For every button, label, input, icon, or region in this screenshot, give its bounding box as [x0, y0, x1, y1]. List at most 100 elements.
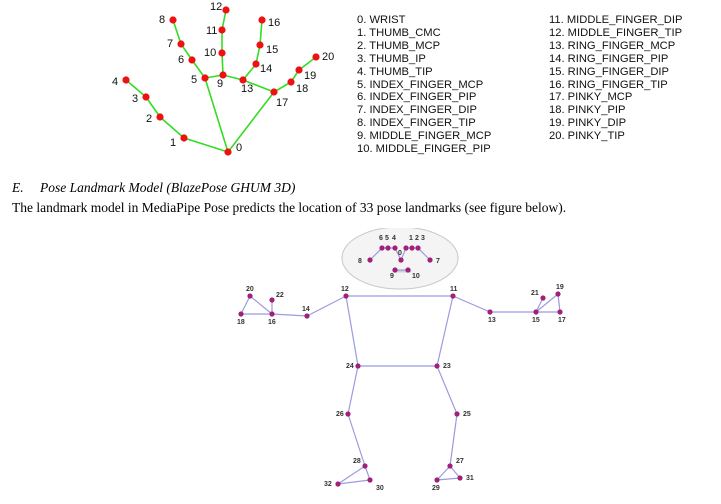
hand-legend-item: 6. INDEX_FINGER_PIP [357, 91, 477, 104]
hand-landmark-9 [219, 71, 227, 79]
pose-landmark-label: 17 [558, 317, 566, 324]
hand-legend-item: 19. PINKY_DIP [549, 117, 627, 130]
pose-landmark-label: 3 [421, 235, 425, 242]
hand-landmark-15 [256, 41, 264, 49]
hand-landmark-12 [222, 6, 230, 14]
pose-landmark-23 [434, 363, 440, 369]
hand-landmark-6 [188, 56, 196, 64]
pose-landmark-label: 16 [268, 319, 276, 326]
hand-legend-item: 17. PINKY_MCP [549, 91, 633, 104]
pose-edge [436, 465, 451, 481]
pose-landmark-label: 7 [436, 258, 440, 265]
hand-legend-item: 5. INDEX_FINGER_MCP [357, 78, 484, 91]
hand-landmark-label: 9 [217, 78, 223, 90]
pose-landmark-label: 5 [385, 235, 389, 242]
pose-edge [271, 313, 308, 317]
pose-edge [535, 293, 559, 313]
section-body-text: The landmark model in MediaPipe Pose pre… [12, 200, 567, 215]
hand-legend-item: 9. MIDDLE_FINGER_MCP [357, 130, 492, 143]
pose-landmark-label: 19 [556, 284, 564, 291]
pose-landmark-label: 13 [488, 317, 496, 324]
pose-landmark-26 [345, 411, 351, 417]
pose-landmark-5 [385, 245, 391, 251]
pose-landmark-20 [247, 293, 253, 299]
pose-landmark-2 [409, 245, 415, 251]
hand-landmark-19 [295, 66, 303, 74]
hand-edge [191, 59, 206, 79]
hand-legend-item: 11. MIDDLE_FINGER_DIP [549, 14, 683, 26]
hand-edge [125, 79, 147, 98]
hand-landmark-label: 6 [178, 54, 184, 66]
pose-landmark-6 [379, 245, 385, 251]
hand-edge [259, 19, 263, 46]
hand-landmark-label: 4 [112, 76, 118, 88]
hand-landmark-17 [270, 88, 278, 96]
hand-edge [183, 137, 229, 153]
pose-landmark-24 [355, 363, 361, 369]
hand-landmark-label: 18 [296, 83, 308, 95]
hand-legend-item: 16. RING_FINGER_TIP [549, 78, 668, 91]
pose-edge [452, 295, 491, 313]
pose-edge [436, 295, 454, 367]
pose-landmark-label: 11 [450, 286, 458, 293]
pose-landmark-19 [555, 291, 561, 297]
pose-edge [249, 295, 273, 315]
pose-landmark-label: 9 [390, 273, 394, 280]
pose-landmark-8 [367, 257, 373, 263]
pose-edge [347, 413, 366, 467]
pose-landmark-15 [533, 309, 539, 315]
pose-landmark-4 [392, 245, 398, 251]
pose-landmark-31 [457, 475, 463, 481]
section-letter: E. [12, 180, 24, 195]
pose-landmark-label: 18 [237, 319, 245, 326]
hand-legend-item: 4. THUMB_TIP [357, 65, 433, 78]
hand-landmark-0 [224, 148, 232, 156]
hand-legend-item: 7. INDEX_FINGER_DIP [357, 104, 477, 117]
pose-landmark-label: 27 [456, 458, 464, 465]
pose-landmark-label: 4 [392, 235, 396, 242]
pose-landmark-label: 32 [324, 481, 332, 488]
pose-edges [240, 247, 561, 485]
pose-edge [347, 365, 359, 415]
pose-edge [369, 247, 383, 261]
pose-landmark-label: 23 [443, 363, 451, 370]
pose-landmark-label: 26 [336, 411, 344, 418]
pose-landmark-18 [238, 311, 244, 317]
section-title: Pose Landmark Model (BlazePose GHUM 3D) [40, 180, 296, 195]
pose-edge [240, 295, 251, 315]
pose-landmark-label: 1 [409, 235, 413, 242]
hand-nodes [122, 6, 320, 156]
pose-landmark-21 [540, 295, 546, 301]
pose-landmark-11 [450, 293, 456, 299]
hand-landmark-label: 19 [304, 70, 316, 82]
hand-edge [159, 116, 185, 139]
pose-landmark-1 [403, 245, 409, 251]
pose-landmark-9 [392, 267, 398, 273]
hand-landmark-label: 11 [206, 25, 217, 37]
hand-legend-item: 3. THUMB_IP [357, 52, 426, 65]
pose-landmark-label: 24 [346, 363, 354, 370]
pose-landmark-25 [454, 411, 460, 417]
hand-landmark-label: 1 [170, 137, 176, 149]
pose-landmark-label: 10 [412, 273, 420, 280]
hand-landmark-label: 5 [191, 74, 197, 86]
pose-landmark-3 [415, 245, 421, 251]
pose-edge [417, 247, 431, 261]
hand-landmark-label: 8 [159, 14, 165, 26]
hand-landmark-label: 2 [146, 113, 152, 125]
pose-landmark-label: 21 [531, 290, 539, 297]
hand-landmark-7 [177, 40, 185, 48]
hand-landmark-label: 7 [167, 38, 173, 50]
hand-edge [204, 77, 229, 153]
hand-landmark-label: 17 [276, 97, 288, 109]
hand-legend-item: 20. PINKY_TIP [549, 130, 625, 143]
pose-edge [449, 465, 461, 479]
pose-edge [557, 293, 561, 313]
pose-edge [337, 479, 371, 485]
hand-edge [172, 19, 182, 45]
hand-landmark-2 [156, 113, 164, 121]
